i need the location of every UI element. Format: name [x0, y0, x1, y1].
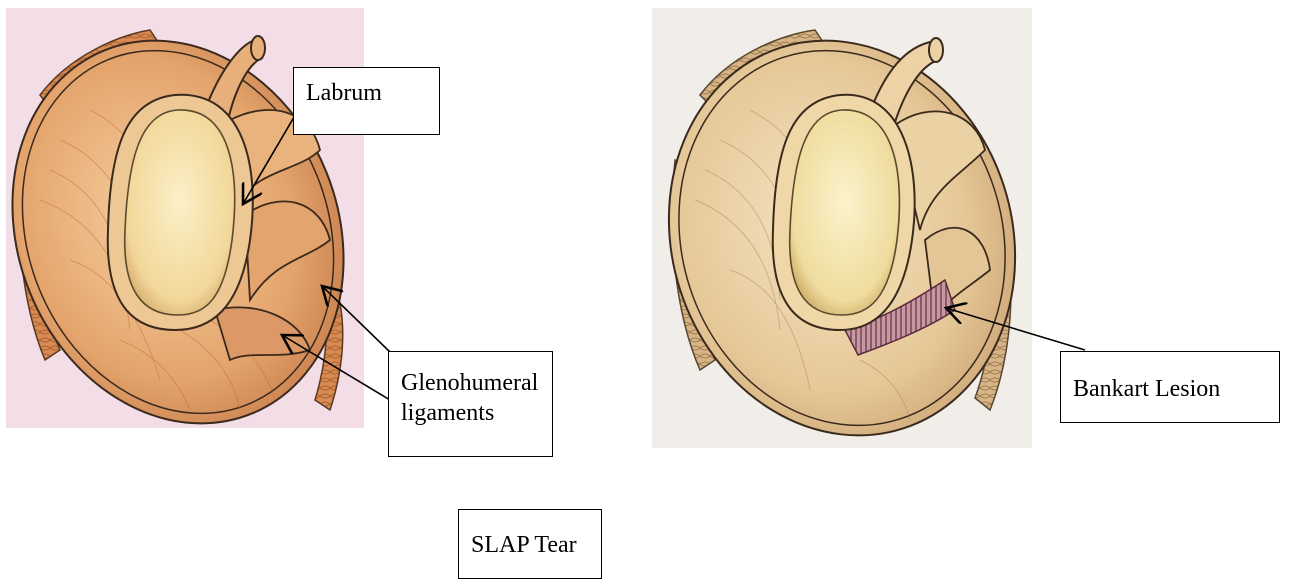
label-slap-tear: SLAP Tear — [458, 509, 602, 579]
label-labrum: Labrum — [293, 67, 440, 135]
label-slap-text: SLAP Tear — [471, 530, 589, 560]
glenoid-surface — [125, 110, 235, 315]
label-glenohumeral-line1: Glenohumeral — [401, 368, 540, 398]
glenoid-surface-right — [790, 110, 900, 315]
label-glenohumeral-ligaments: Glenohumeral ligaments — [388, 351, 553, 457]
bankart-lesion-illustration — [619, 0, 1066, 481]
diagram-canvas — [0, 0, 1308, 567]
label-bankart-lesion: Bankart Lesion — [1060, 351, 1280, 423]
label-labrum-text: Labrum — [306, 78, 427, 108]
label-bankart-text: Bankart Lesion — [1073, 374, 1267, 404]
label-glenohumeral-line2: ligaments — [401, 398, 540, 428]
